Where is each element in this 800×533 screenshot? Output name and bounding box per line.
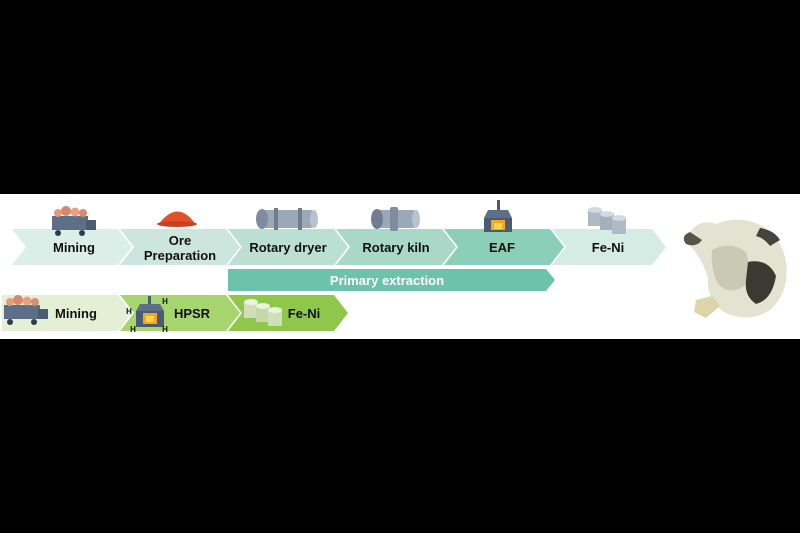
rotary-kiln-icon [371,207,420,231]
chevron-eaf [444,229,564,265]
broken-sample-image [683,219,787,318]
rotary-dryer-icon [256,208,318,230]
ore-truck-icon-2 [4,295,48,325]
step-label-eaf: EAF [489,240,515,255]
ferronickel-product-icon-2 [244,299,282,326]
hydrogen-atom-label: H [126,307,132,316]
ore-pile-icon [157,211,197,227]
step-label-mining-2: Mining [55,306,97,321]
chevron-mining [12,229,132,265]
primary-extraction-bar [228,269,555,291]
step-label-mining: Mining [53,240,95,255]
chevron-fe-ni [552,229,666,265]
electric-arc-furnace-icon [484,200,512,232]
step-label-hpsr: HPSR [173,306,211,321]
hydrogen-plasma-reactor-icon [136,296,164,327]
ore-truck-icon [52,206,96,236]
step-label-fe-ni: Fe-Ni [591,240,625,255]
step-label-ore-preparation: Ore Preparation [143,233,217,263]
hydrogen-atom-label: H [162,297,168,306]
chevron-ore-preparation [120,229,240,265]
chevron-rotary-dryer [228,229,348,265]
hydrogen-atom-label: H [162,325,168,334]
chevron-rotary-kiln [336,229,456,265]
step-label-rotary-dryer: Rotary dryer [249,240,327,255]
step-label-rotary-kiln: Rotary kiln [362,240,430,255]
ferronickel-product-icon [588,207,626,234]
hydrogen-atom-label: H [130,325,136,334]
primary-extraction-label: Primary extraction [329,273,445,288]
step-label-fe-ni-2: Fe-Ni [287,306,321,321]
